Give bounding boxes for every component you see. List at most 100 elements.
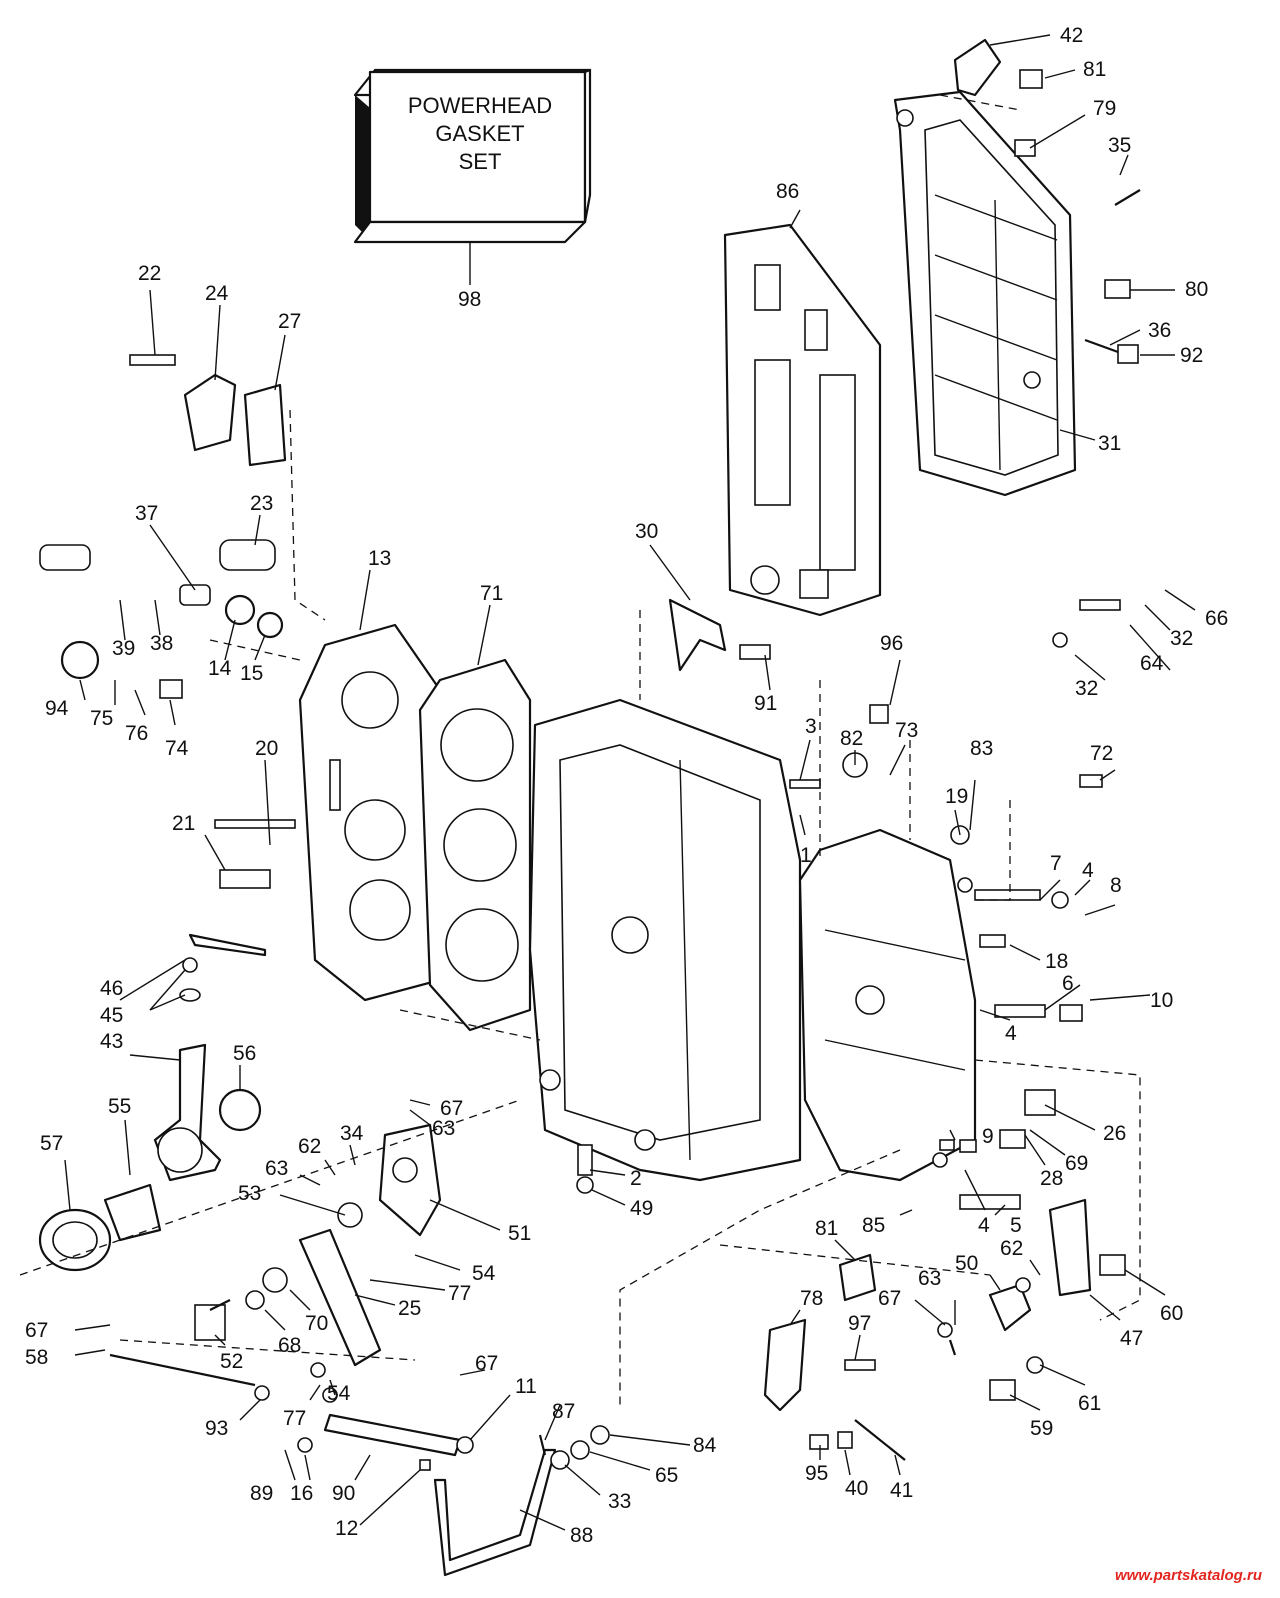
callout-14: 14 xyxy=(208,657,232,680)
callout-34: 34 xyxy=(340,1122,364,1145)
callout-30: 30 xyxy=(635,520,658,543)
callout-62b: 62 xyxy=(1000,1237,1023,1260)
gasket-box-line2: GASKET xyxy=(435,121,524,146)
callout-62: 62 xyxy=(298,1135,321,1158)
callout-55: 55 xyxy=(108,1095,131,1118)
crankcase-cylinder-block xyxy=(528,698,802,1182)
callout-77b: 77 xyxy=(283,1407,306,1430)
callout-labels: 98 42 81 79 35 86 80 36 92 31 22 24 27 2… xyxy=(25,24,1228,1547)
callout-4b: 4 xyxy=(1005,1022,1017,1045)
callout-97: 97 xyxy=(848,1312,871,1335)
callout-35: 35 xyxy=(1108,134,1131,157)
callout-67c: 67 xyxy=(475,1352,498,1375)
callout-36: 36 xyxy=(1148,319,1171,342)
callout-95: 95 xyxy=(805,1462,828,1485)
callout-23: 23 xyxy=(250,492,273,515)
callout-39: 39 xyxy=(112,637,135,660)
callout-15: 15 xyxy=(240,662,263,685)
callout-1: 1 xyxy=(800,844,812,867)
callout-60: 60 xyxy=(1160,1302,1183,1325)
callout-67b: 67 xyxy=(25,1319,48,1342)
callout-33: 33 xyxy=(608,1490,631,1513)
callout-63b: 63 xyxy=(265,1157,288,1180)
callout-72: 72 xyxy=(1090,742,1113,765)
callout-81: 81 xyxy=(1083,58,1106,81)
callout-25: 25 xyxy=(398,1297,421,1320)
callout-19: 19 xyxy=(945,785,968,808)
callout-67d: 67 xyxy=(878,1287,901,1310)
callout-6: 6 xyxy=(1062,972,1074,995)
callout-75: 75 xyxy=(90,707,113,730)
gasket-box-line1: POWERHEAD xyxy=(408,93,552,118)
callout-43: 43 xyxy=(100,1030,123,1053)
callout-85: 85 xyxy=(862,1214,885,1237)
callout-42: 42 xyxy=(1060,24,1083,47)
callout-89: 89 xyxy=(250,1482,273,1505)
callout-41: 41 xyxy=(890,1479,913,1502)
callout-10: 10 xyxy=(1150,989,1173,1012)
callout-28: 28 xyxy=(1040,1167,1063,1190)
callout-94: 94 xyxy=(45,697,69,720)
callout-61: 61 xyxy=(1078,1392,1101,1415)
callout-3: 3 xyxy=(805,715,817,738)
exhaust-cover-gasket xyxy=(723,223,882,617)
callout-98: 98 xyxy=(458,288,481,311)
callout-50: 50 xyxy=(955,1252,978,1275)
callout-37: 37 xyxy=(135,502,158,525)
lower-right-parts xyxy=(538,1198,1126,1461)
callout-13: 13 xyxy=(368,547,391,570)
callout-78: 78 xyxy=(800,1287,823,1310)
callout-21: 21 xyxy=(172,812,195,835)
callout-38: 38 xyxy=(150,632,173,655)
callout-45: 45 xyxy=(100,1004,123,1027)
callout-92: 92 xyxy=(1180,344,1203,367)
callout-87: 87 xyxy=(552,1400,575,1423)
callout-66: 66 xyxy=(1205,607,1228,630)
gasket-box-line3: SET xyxy=(459,149,502,174)
callout-86: 86 xyxy=(776,180,799,203)
callout-47: 47 xyxy=(1120,1327,1143,1350)
callout-7: 7 xyxy=(1050,852,1062,875)
callout-32: 32 xyxy=(1170,627,1193,650)
callout-77: 77 xyxy=(448,1282,471,1305)
callout-88: 88 xyxy=(570,1524,593,1547)
callout-32b: 32 xyxy=(1075,677,1098,700)
callout-53: 53 xyxy=(238,1182,261,1205)
head-gasket xyxy=(418,658,532,1032)
callout-12: 12 xyxy=(335,1517,358,1540)
callout-49: 49 xyxy=(630,1197,653,1220)
callout-64: 64 xyxy=(1140,652,1164,675)
callout-83: 83 xyxy=(970,737,993,760)
callout-54: 54 xyxy=(472,1262,496,1285)
crankcase-cover xyxy=(798,828,977,1182)
callout-59: 59 xyxy=(1030,1417,1053,1440)
callout-91: 91 xyxy=(754,692,777,715)
callout-52: 52 xyxy=(220,1350,243,1373)
callout-11: 11 xyxy=(515,1375,537,1398)
callout-56: 56 xyxy=(233,1042,256,1065)
leader-lines xyxy=(64,34,1196,1531)
cylinder-head xyxy=(298,623,442,1002)
callout-24: 24 xyxy=(205,282,229,305)
callout-90: 90 xyxy=(332,1482,355,1505)
callout-20: 20 xyxy=(255,737,278,760)
callout-93: 93 xyxy=(205,1417,228,1440)
callout-81b: 81 xyxy=(815,1217,838,1240)
callout-16: 16 xyxy=(290,1482,313,1505)
callout-58: 58 xyxy=(25,1346,48,1369)
callout-9: 9 xyxy=(982,1125,994,1148)
callout-71: 71 xyxy=(480,582,503,605)
callout-63c: 63 xyxy=(918,1267,941,1290)
callout-68: 68 xyxy=(278,1334,301,1357)
callout-67: 67 xyxy=(440,1097,463,1120)
callout-69: 69 xyxy=(1065,1152,1088,1175)
small-parts xyxy=(39,38,1141,1210)
callout-74: 74 xyxy=(165,737,189,760)
callout-54b: 54 xyxy=(327,1382,351,1405)
callout-40: 40 xyxy=(845,1477,868,1500)
callout-4c: 4 xyxy=(978,1214,990,1237)
powerhead-gasket-set-box: POWERHEAD GASKET SET xyxy=(353,68,592,285)
callout-18: 18 xyxy=(1045,950,1068,973)
callout-84: 84 xyxy=(693,1434,717,1457)
